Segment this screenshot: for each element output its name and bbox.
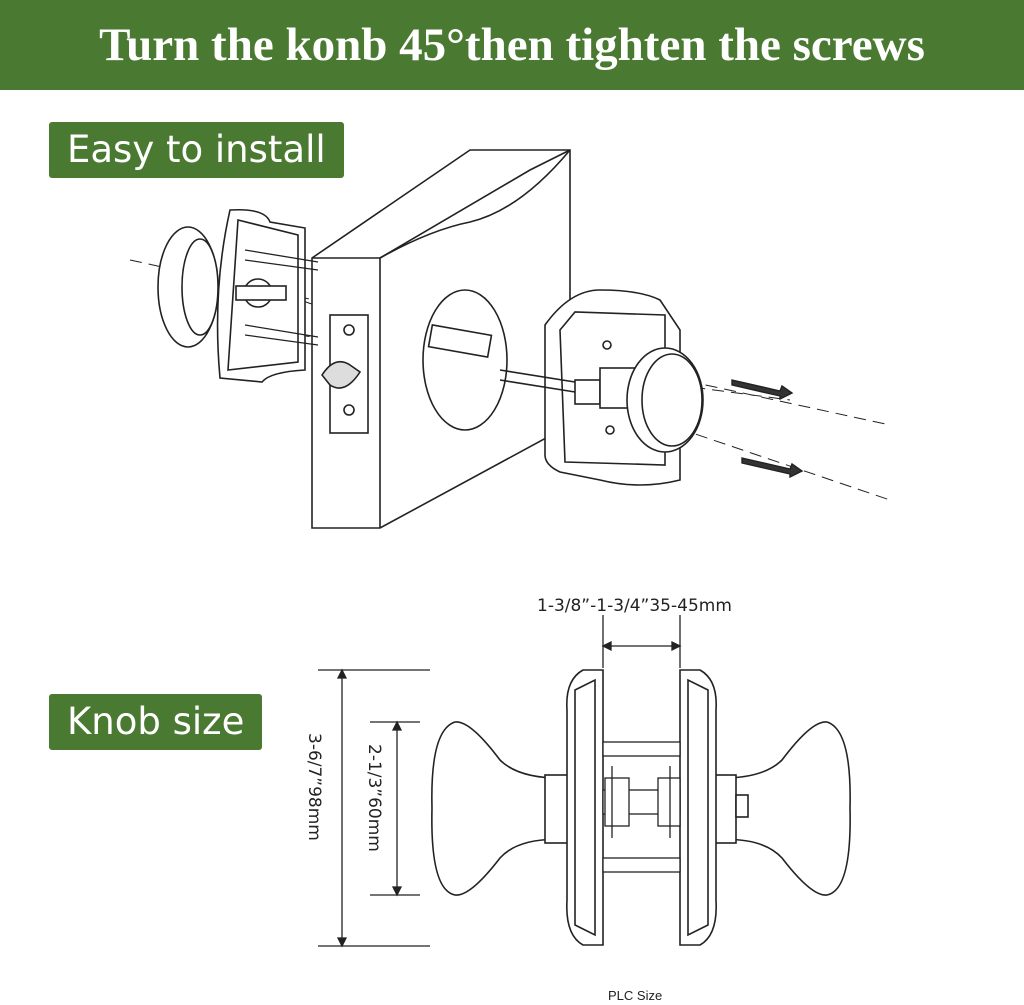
door-block [311, 149, 571, 529]
screws [731, 379, 804, 479]
easy-install-tag: Easy to install [49, 122, 344, 178]
plc-size-caption: PLC Size [608, 988, 663, 1003]
rose-height-label: 2-1/3”60mm [364, 744, 384, 852]
dimension-lines [318, 615, 682, 948]
left-knob-assembly [157, 208, 319, 383]
overall-height-label: 3-6/7”98mm [304, 733, 324, 841]
right-knob-assembly [499, 289, 704, 486]
knob-size-tag: Knob size [49, 694, 263, 750]
header-banner [0, 0, 1024, 90]
width-dimension-label: 1-3/8”-1-3/4”35-45mm [537, 596, 732, 616]
header-title: Turn the konb 45°then tighten the screws [99, 19, 925, 71]
